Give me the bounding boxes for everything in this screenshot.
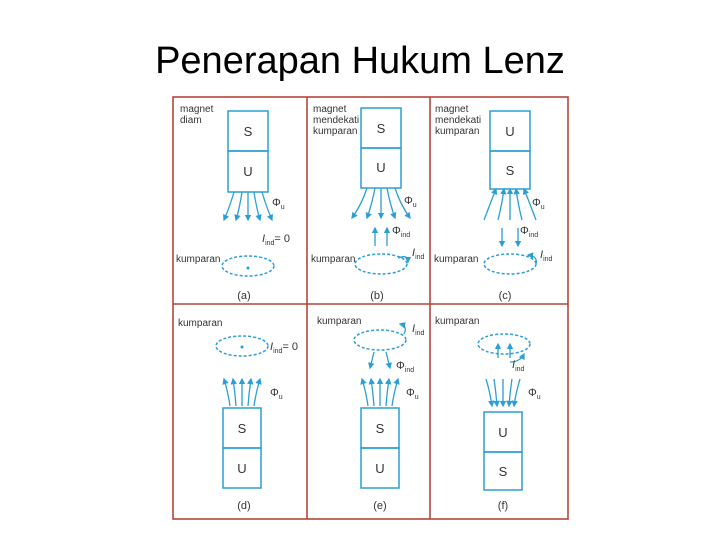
magnet-a-bottom-pole: U bbox=[243, 164, 252, 179]
panel-d: kumparan Iind= 0 Φu S U (d) bbox=[178, 318, 298, 512]
flux-a: Φu bbox=[272, 197, 285, 211]
coil-f bbox=[477, 333, 531, 355]
coil-d bbox=[215, 335, 269, 357]
magnet-f bbox=[483, 411, 523, 491]
flux-b: Φu bbox=[404, 195, 417, 209]
panel-e: kumparan Iind Φind Φu S U (e) bbox=[317, 316, 425, 512]
magnet-c-top-pole: U bbox=[505, 124, 514, 139]
panel-b: magnet mendekati kumparan S U Φu Φind ku… bbox=[311, 104, 425, 302]
magnet-b-top-pole: S bbox=[377, 121, 386, 136]
iind-f: Iind bbox=[512, 359, 525, 373]
flux-lines-c bbox=[483, 187, 537, 221]
current-arrow-f bbox=[509, 352, 525, 363]
flux-ind-arrows-c bbox=[498, 228, 522, 248]
flux-e: Φu bbox=[406, 387, 419, 401]
coil-label-d: kumparan bbox=[178, 318, 222, 329]
magnet-b bbox=[360, 107, 402, 189]
magnet-b-bottom-pole: U bbox=[376, 160, 385, 175]
magnet-d-top-pole: S bbox=[238, 421, 247, 436]
slide-title: Penerapan Hukum Lenz bbox=[155, 40, 565, 82]
flux-lines-a bbox=[223, 191, 273, 222]
iind-e: Iind bbox=[412, 323, 425, 337]
panel-b-desc: magnet mendekati kumparan bbox=[313, 104, 362, 137]
current-arrow-c bbox=[526, 252, 537, 265]
magnet-e-top-pole: S bbox=[376, 421, 385, 436]
flux-lines-f bbox=[485, 378, 521, 408]
caption-c: (c) bbox=[499, 290, 512, 302]
iind-b: Iind bbox=[412, 247, 425, 261]
flux-ind-arrows-f bbox=[494, 342, 514, 358]
panel-c-desc: magnet mendekati kumparan bbox=[435, 104, 484, 137]
coil-label-a: kumparan bbox=[176, 254, 220, 265]
panel-f: kumparan Iind Φu U S (f) bbox=[435, 316, 541, 512]
flux-f: Φu bbox=[528, 387, 541, 401]
flux-d: Φu bbox=[270, 387, 283, 401]
caption-b: (b) bbox=[370, 290, 383, 302]
flux-ind-b: Φind bbox=[392, 225, 410, 239]
iind-d: Iind= 0 bbox=[270, 341, 298, 355]
flux-ind-e: Φind bbox=[396, 360, 414, 374]
coil-a-center-dot bbox=[246, 266, 250, 270]
figure-frame bbox=[172, 96, 569, 520]
flux-lines-b bbox=[351, 187, 411, 220]
coil-b bbox=[354, 253, 408, 275]
magnet-d-bottom-pole: U bbox=[237, 461, 246, 476]
iind-a: Iind= 0 bbox=[262, 233, 290, 247]
coil-label-f: kumparan bbox=[435, 316, 479, 327]
coil-d-center-dot bbox=[240, 345, 244, 349]
flux-c: Φu bbox=[532, 197, 545, 211]
flux-lines-d bbox=[222, 377, 262, 407]
magnet-f-top-pole: U bbox=[498, 425, 507, 440]
caption-d: (d) bbox=[237, 500, 250, 512]
magnet-f-bottom-pole: S bbox=[499, 464, 508, 479]
magnet-d bbox=[222, 407, 262, 489]
magnet-c-bottom-pole: S bbox=[506, 163, 515, 178]
caption-a: (a) bbox=[237, 290, 250, 302]
flux-lines-e bbox=[360, 377, 400, 407]
flux-ind-arrows-e bbox=[368, 351, 392, 370]
coil-label-e: kumparan bbox=[317, 316, 361, 327]
coil-label-b: kumparan bbox=[311, 254, 355, 265]
coil-c bbox=[483, 253, 537, 275]
magnet-a-top-pole: S bbox=[244, 124, 253, 139]
flux-ind-arrows-b bbox=[371, 226, 391, 246]
panel-a-desc: magnet diam bbox=[180, 104, 216, 126]
current-arrow-e bbox=[398, 322, 406, 335]
caption-e: (e) bbox=[373, 500, 386, 512]
caption-f: (f) bbox=[498, 500, 508, 512]
magnet-e-bottom-pole: U bbox=[375, 461, 384, 476]
magnet-e bbox=[360, 407, 400, 489]
coil-label-c: kumparan bbox=[434, 254, 478, 265]
lenz-law-figure: magnet diam S U Φu Iind= 0 kumparan (a) … bbox=[172, 96, 569, 520]
iind-c: Iind bbox=[540, 249, 553, 263]
coil-a bbox=[221, 255, 275, 277]
flux-ind-c: Φind bbox=[520, 225, 538, 239]
panel-c: magnet mendekati kumparan U S Φu Φind ku… bbox=[434, 104, 553, 302]
current-arrow-b bbox=[397, 256, 412, 264]
coil-e bbox=[353, 329, 407, 351]
panel-a: magnet diam S U Φu Iind= 0 kumparan (a) bbox=[176, 104, 290, 302]
